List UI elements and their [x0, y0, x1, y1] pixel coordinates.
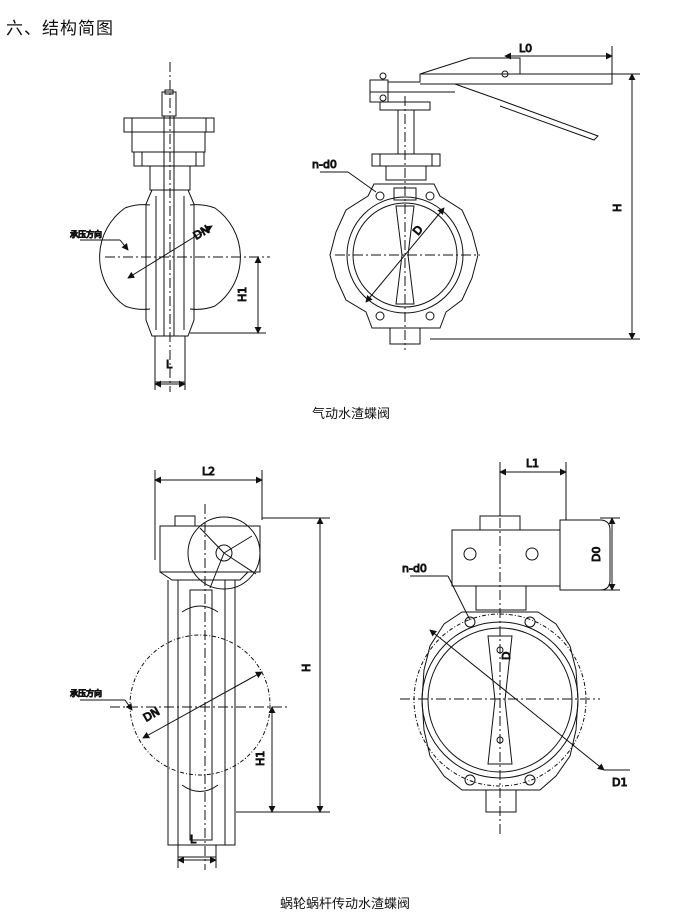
worm-gear-valve-side-view: [80, 470, 330, 870]
section-heading: 六、结构简图: [6, 19, 114, 39]
label-pressure-direction-2: 承压方向: [70, 688, 102, 698]
figure-caption-pneumatic: 气动水渣蝶阀: [312, 407, 391, 422]
pneumatic-valve-side-view: [80, 62, 270, 392]
label-dn-2: DN: [141, 705, 162, 725]
pneumatic-valve-front-view: [320, 46, 640, 350]
label-pressure-direction: 承压方向: [70, 229, 102, 239]
label-l0: L0: [519, 42, 532, 55]
worm-gear-valve-front-view: [400, 462, 630, 835]
label-l1: L1: [526, 457, 539, 470]
label-d1: D1: [612, 776, 627, 789]
label-h-2: H: [300, 664, 313, 672]
label-d: D: [410, 223, 425, 238]
label-l: L: [166, 358, 173, 371]
label-h: H: [611, 204, 624, 212]
label-n-d0: n-d0: [312, 158, 337, 171]
label-d0: D0: [590, 547, 603, 562]
label-l2: L2: [202, 465, 215, 478]
label-h1: H1: [236, 287, 249, 302]
label-h1-2: H1: [254, 751, 267, 766]
label-n-d0-2: n-d0: [402, 562, 427, 575]
label-d-2: D: [500, 652, 513, 660]
figure-caption-worm-gear: 蜗轮蜗杆传动水渣蝶阀: [280, 897, 411, 912]
label-l-2: L: [190, 833, 197, 846]
